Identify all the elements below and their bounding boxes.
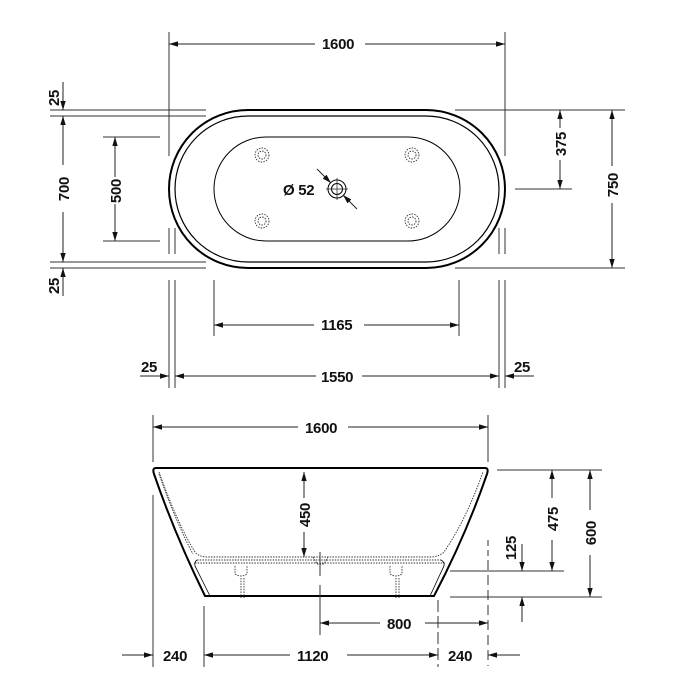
tub-side-profile	[152, 467, 489, 597]
foot-markers-side	[234, 566, 403, 598]
basin-length-label: 1165	[321, 317, 352, 334]
inner-rim-width-label: 700	[56, 177, 73, 201]
left-overhang-label: 240	[163, 648, 187, 665]
top-rim-offset-label: 25	[46, 90, 63, 106]
basin-width-label: 500	[108, 179, 125, 203]
right-rim-offset-label: 25	[514, 359, 530, 376]
left-rim-offset-label: 25	[141, 359, 157, 376]
foot-markers	[254, 147, 420, 229]
top-view: Ø 52 1600 25 700 25 500	[46, 32, 625, 388]
overall-height-label: 600	[583, 521, 600, 545]
drain-offset-label: 800	[387, 616, 411, 633]
tub-inner-rim	[174, 115, 500, 263]
inner-rim-length-label: 1550	[321, 369, 353, 386]
base-height-label: 125	[503, 536, 520, 560]
base-length-label: 1120	[297, 648, 328, 665]
overall-width-label: 750	[605, 173, 622, 197]
drain-icon	[316, 168, 358, 210]
bottom-rim-offset-label: 25	[46, 278, 63, 294]
tub-basin	[213, 136, 461, 242]
side-overall-length-label: 1600	[305, 420, 337, 437]
right-overhang-label: 240	[448, 648, 472, 665]
side-view: 1600 450 12	[122, 415, 602, 667]
floor-level-height-label: 475	[545, 507, 562, 531]
half-width-label: 375	[553, 132, 570, 156]
tub-outer-rim	[168, 109, 506, 269]
inner-depth-label: 450	[297, 503, 314, 527]
drain-diameter-label: Ø 52	[283, 182, 314, 199]
top-overall-length-label: 1600	[322, 36, 354, 53]
